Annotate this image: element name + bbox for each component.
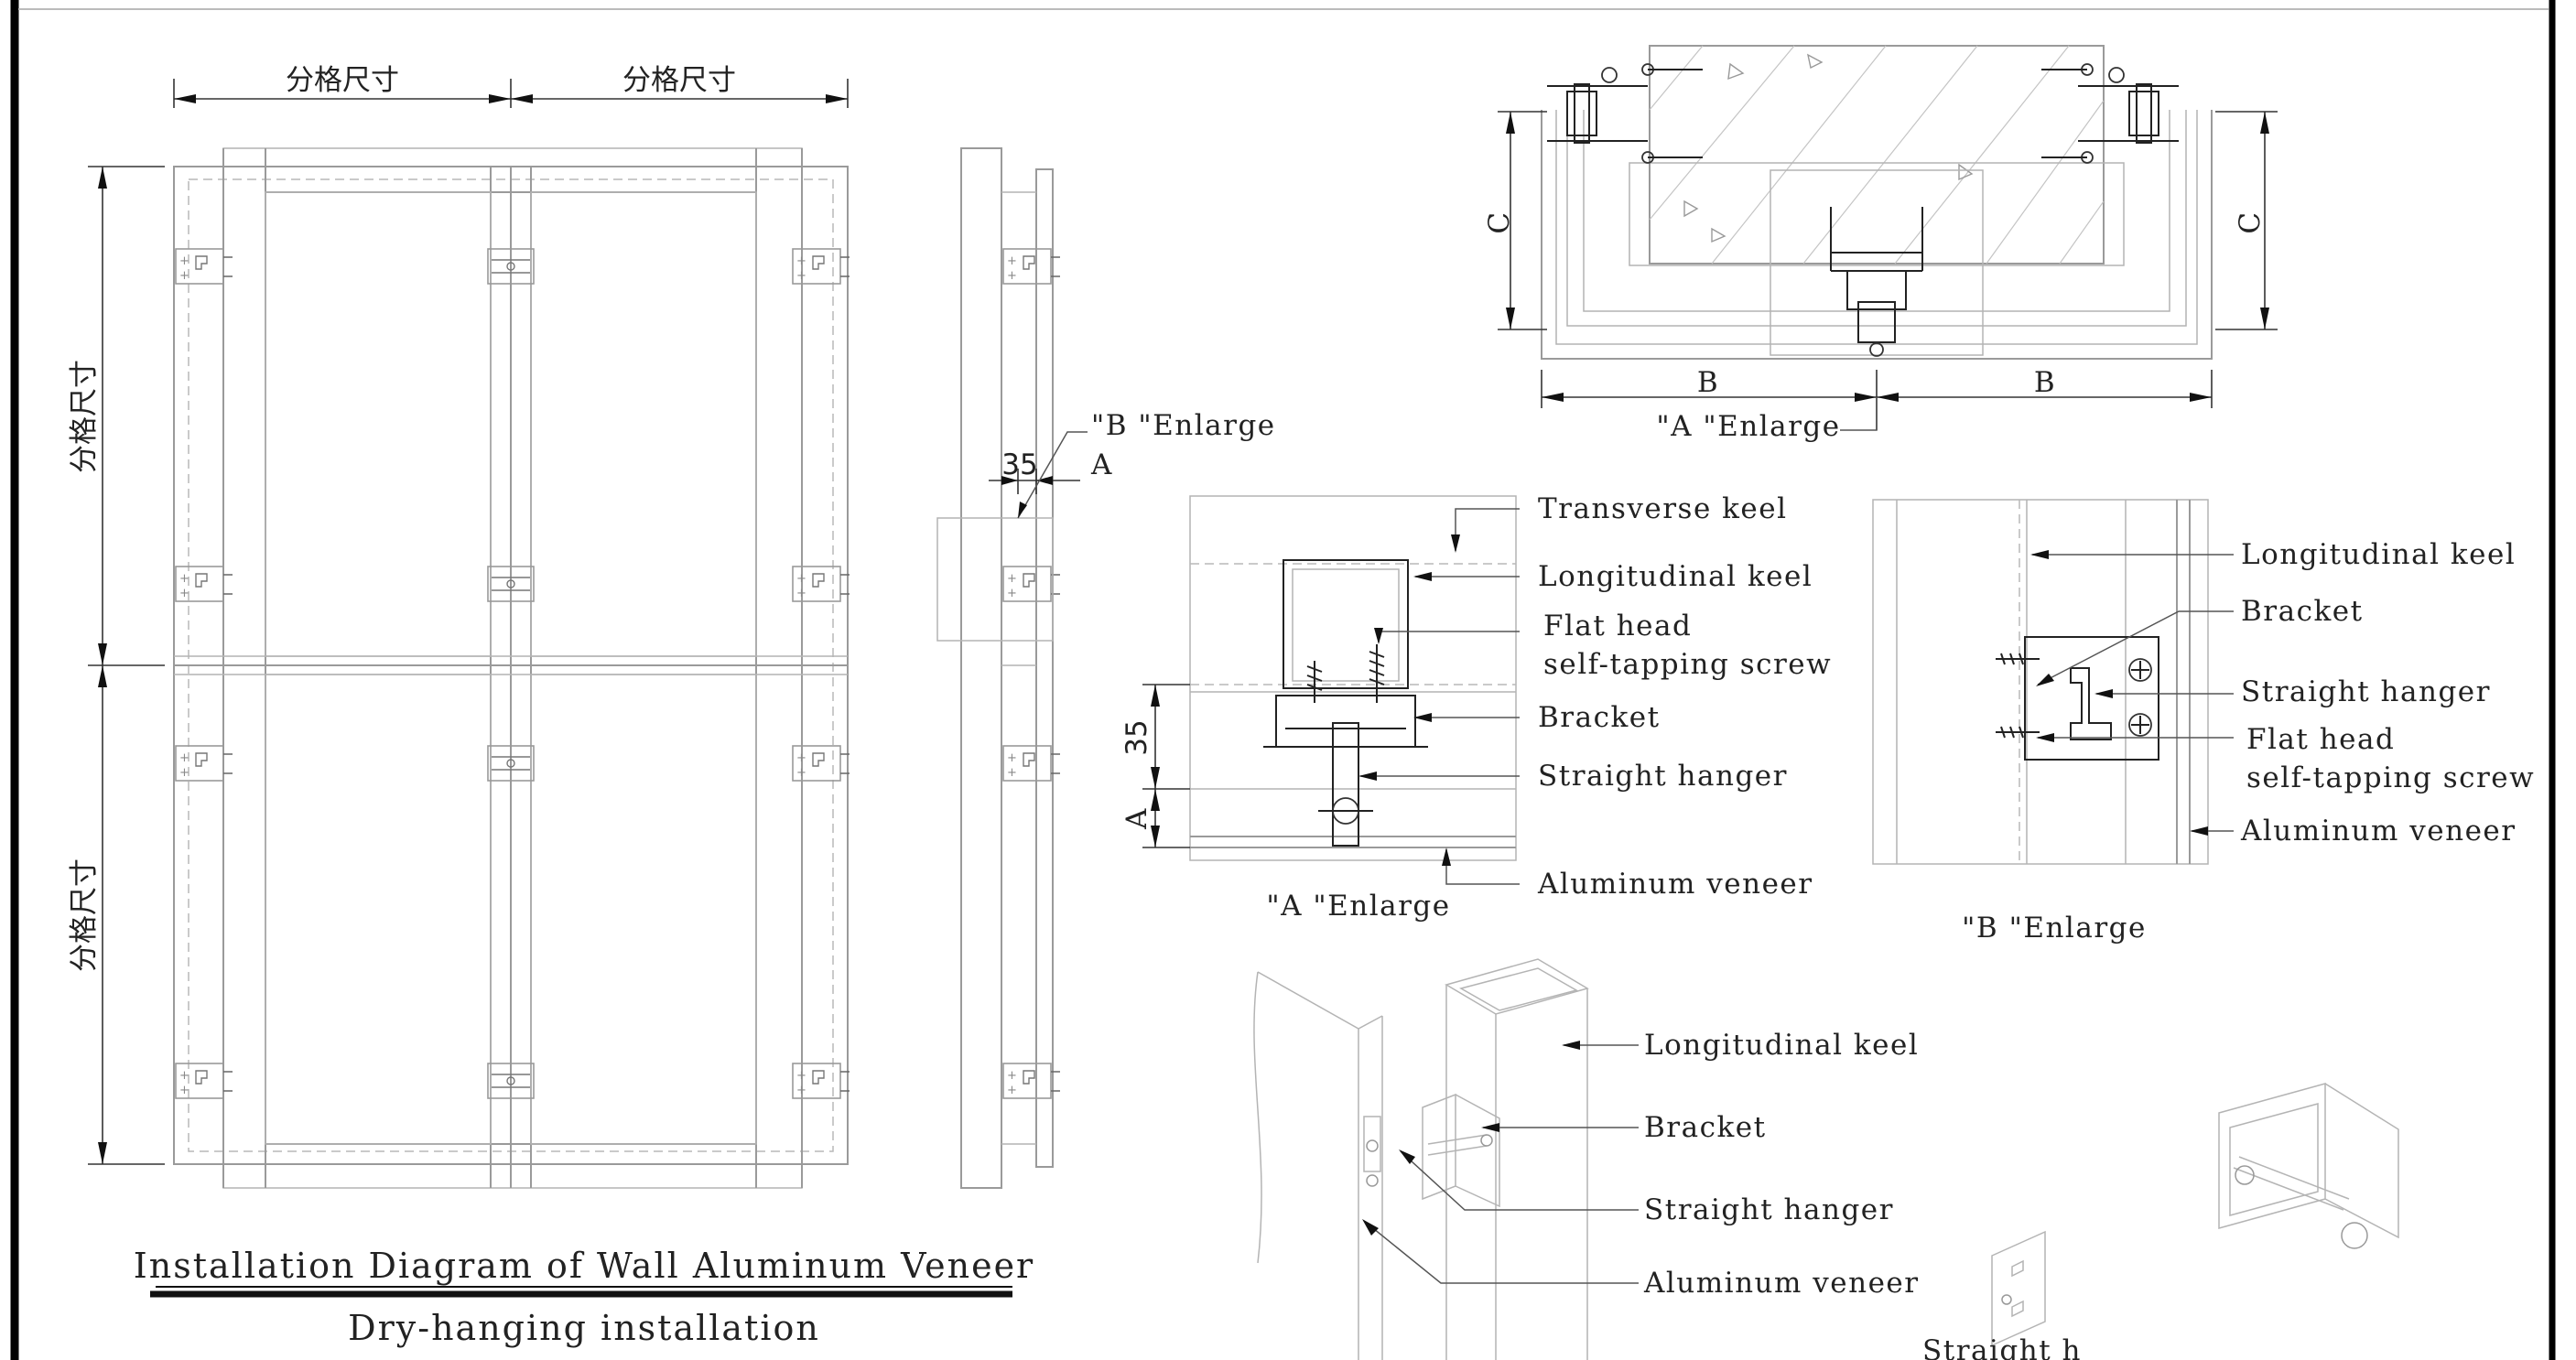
a-enlarge-dimensions: 35 A [1120, 684, 1190, 848]
title-block: Installation Diagram of Wall Aluminum Ve… [134, 1246, 1034, 1348]
b-label-longitudinal-keel: Longitudinal keel [2241, 538, 2516, 571]
a-enlarge-leaders [1358, 508, 1520, 885]
anchor-right [2041, 63, 2179, 164]
top-dimension-row: 分格尺寸 分格尺寸 [173, 64, 849, 108]
plan-section-detail: C C B B "A "Enlarge [1483, 45, 2278, 443]
top-left-dimension-label: 分格尺寸 [286, 64, 399, 97]
drawing-subtitle: Dry-hanging installation [348, 1308, 820, 1348]
side-a-dimension: A [1090, 448, 1113, 481]
b-label-flat-head-1: Flat head [2246, 723, 2395, 756]
drawing-title: Installation Diagram of Wall Aluminum Ve… [134, 1246, 1034, 1286]
iso-keel-tube [1445, 958, 1589, 1360]
side-dimension: 35 A [989, 448, 1113, 494]
isometric-assembly: Longitudinal keel Bracket Straight hange… [1253, 958, 2399, 1360]
a-label-aluminum-veneer: Aluminum veneer [1537, 868, 1813, 901]
iso-veneer-panel [1253, 971, 1383, 1360]
concrete-wall-hatch [1649, 45, 2105, 264]
plan-dimensions: C C B B "A "Enlarge [1483, 111, 2278, 443]
a-enlarge-detail: 35 A Transverse keel Longitudinal keel F… [1120, 492, 1832, 923]
plan-b-left: B [1697, 366, 1719, 399]
iso-label-straight-hanger-cutoff: Straight h [1922, 1334, 2082, 1360]
a-label-longitudinal-keel: Longitudinal keel [1538, 560, 1813, 593]
iso-bracket-part [2218, 1083, 2399, 1249]
plan-c-left: C [1483, 210, 1516, 233]
anchor-center [1830, 207, 1923, 357]
iso-leaders [1362, 1041, 1639, 1284]
b-label-aluminum-veneer: Aluminum veneer [2240, 815, 2516, 847]
top-right-dimension-label: 分格尺寸 [622, 64, 736, 97]
side-35-dimension: 35 [1001, 448, 1037, 481]
b-label-bracket: Bracket [2241, 595, 2364, 628]
b-label-straight-hanger: Straight hanger [2241, 675, 2491, 708]
iso-straight-hanger-part [1991, 1230, 2046, 1347]
anchor-left [1547, 63, 1703, 164]
b-enlarge-zone-box [936, 517, 1054, 642]
a-enlarge-a-dimension: A [1120, 807, 1153, 830]
front-elevation: 分格尺寸 分格尺寸 分格尺寸 分格尺寸 [68, 64, 850, 1189]
panel-bottom-right [530, 674, 757, 1145]
panel-top-right [530, 191, 757, 657]
plan-b-right: B [2034, 366, 2056, 399]
panel-top-left [265, 191, 492, 657]
b-enlarge-detail: Longitudinal keel Bracket Straight hange… [1872, 499, 2535, 944]
panel-bottom-left [265, 674, 492, 1145]
left-bottom-dimension-label: 分格尺寸 [68, 858, 101, 972]
a-enlarge-35-dimension: 35 [1120, 719, 1153, 755]
a-label-bracket: Bracket [1538, 701, 1661, 734]
iso-label-longitudinal-keel: Longitudinal keel [1644, 1029, 1919, 1062]
iso-label-bracket: Bracket [1644, 1111, 1767, 1144]
side-section: 35 A "B "Enlarge [936, 147, 1276, 1189]
a-label-straight-hanger: Straight hanger [1538, 760, 1788, 793]
plan-c-right: C [2234, 210, 2267, 233]
b-enlarge-caption: "B "Enlarge [1962, 912, 2147, 944]
b-enlarge-callout: "B "Enlarge [1091, 409, 1276, 442]
iso-label-aluminum-veneer: Aluminum veneer [1643, 1267, 1920, 1300]
a-label-transverse-keel: Transverse keel [1538, 492, 1788, 525]
b-label-flat-head-2: self-tapping screw [2246, 761, 2535, 794]
a-enlarge-caption: "A "Enlarge [1266, 890, 1450, 923]
plan-a-enlarge-caption: "A "Enlarge [1656, 410, 1840, 443]
iso-label-straight-hanger: Straight hanger [1644, 1193, 1894, 1226]
iso-bracket [1422, 1093, 1500, 1208]
a-screws [1306, 644, 1385, 703]
left-dimension-column: 分格尺寸 分格尺寸 [68, 166, 165, 1165]
panel-frame [173, 147, 849, 1189]
a-label-flat-head-2: self-tapping screw [1543, 648, 1832, 681]
b-enlarge-leaders [2030, 550, 2234, 836]
left-top-dimension-label: 分格尺寸 [68, 360, 101, 473]
a-label-flat-head-1: Flat head [1543, 610, 1692, 642]
